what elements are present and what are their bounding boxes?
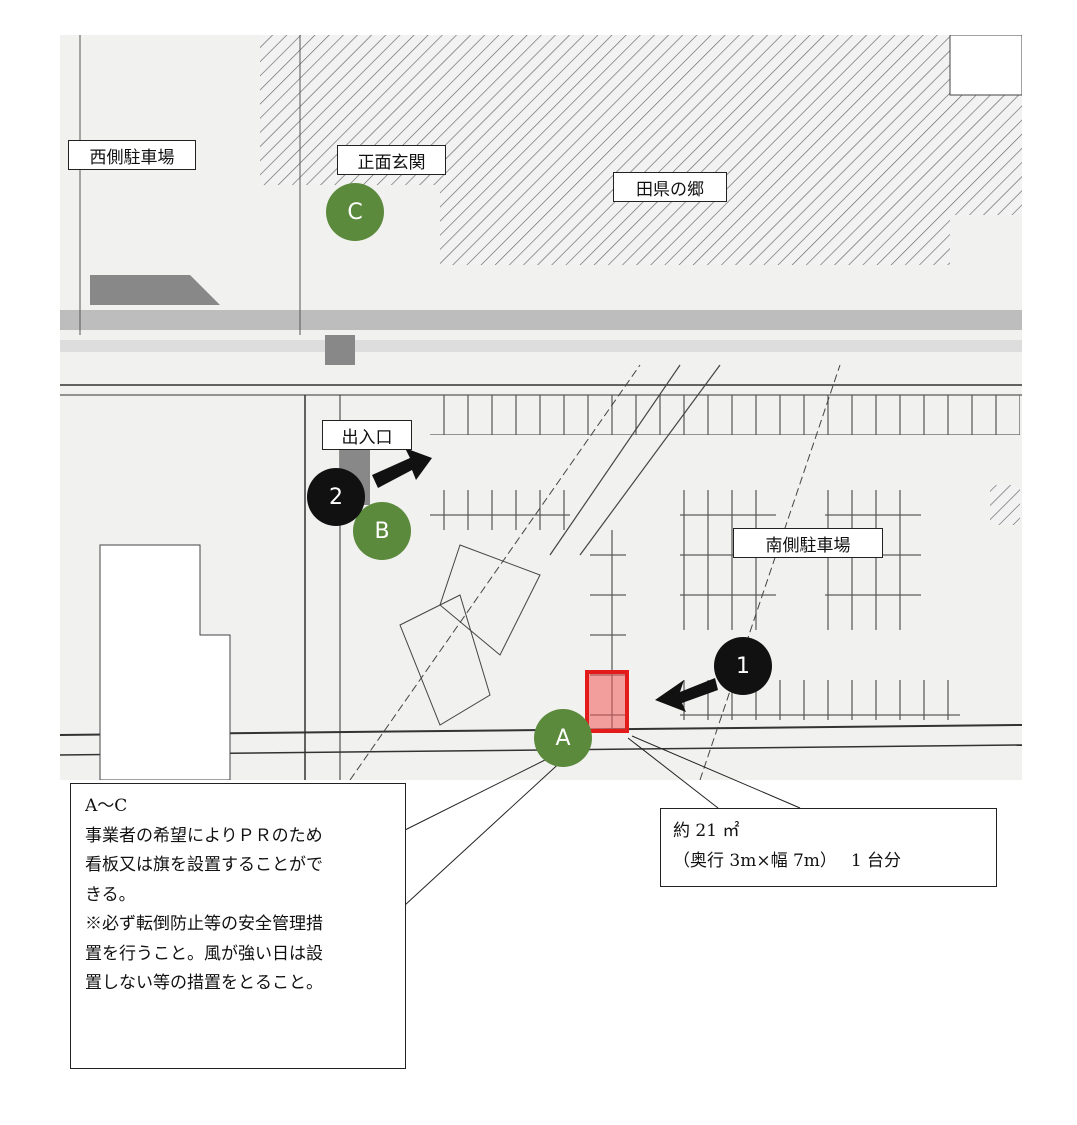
marker-1: 1 (714, 637, 772, 695)
building-hatch (260, 35, 1022, 265)
parking-space-highlight (585, 670, 629, 733)
signage-callout-line: 置を行うこと。風が強い日は設 (85, 943, 323, 964)
area-size: 約 21 ㎡ (673, 821, 740, 841)
label-south-parking: 南側駐車場 (733, 528, 883, 558)
label-main-entrance: 正面玄関 (337, 145, 446, 175)
label-building: 田県の郷 (613, 172, 727, 202)
signage-callout-line: ※必ず転倒防止等の安全管理措 (85, 914, 323, 934)
area-callout: 約 21 ㎡ （奥行 3m×幅 7m） 1 台分 (660, 808, 997, 887)
marker-2: 2 (307, 468, 365, 526)
marker-b: B (353, 502, 411, 560)
signage-callout: A～C 事業者の希望によりＰＲのため 看板又は旗を設置することがで きる。 ※必… (70, 783, 406, 1069)
area-dimensions: （奥行 3m×幅 7m） 1 台分 (673, 850, 902, 871)
signage-callout-line: 事業者の希望によりＰＲのため (85, 825, 323, 846)
site-plan-map (60, 35, 1022, 780)
signage-callout-line: 置しない等の措置をとること。 (85, 973, 323, 993)
label-west-parking: 西側駐車場 (68, 140, 196, 170)
marker-c: C (326, 183, 384, 241)
signage-callout-line: 看板又は旗を設置することがで (85, 855, 323, 875)
signage-callout-line: きる。 (85, 884, 136, 905)
label-entrance-exit: 出入口 (322, 420, 412, 450)
marker-a: A (534, 709, 592, 767)
signage-callout-title: A～C (85, 796, 128, 816)
